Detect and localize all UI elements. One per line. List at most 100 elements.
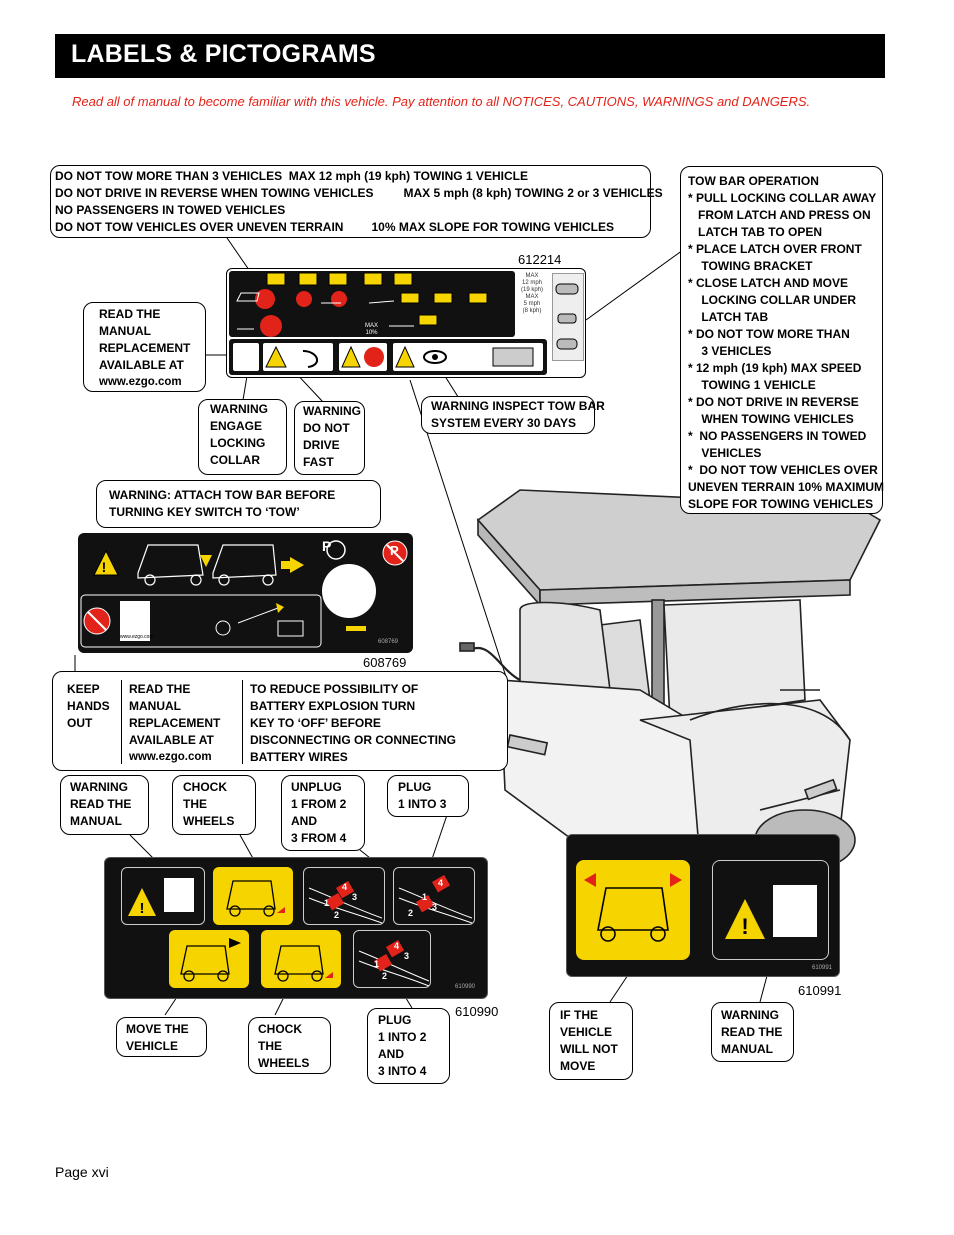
plug-num: 3 bbox=[432, 902, 438, 912]
callout-line: BATTERY EXPLOSION TURN bbox=[250, 699, 416, 713]
battery-explosion-text: TO REDUCE POSSIBILITY OF BATTERY EXPLOSI… bbox=[243, 672, 456, 766]
callout-line: SYSTEM EVERY 30 DAYS bbox=[431, 416, 576, 430]
callout-line: READ THE bbox=[721, 1025, 783, 1039]
plug-num: 3 bbox=[352, 892, 358, 902]
callout-line: 1 FROM 2 bbox=[291, 797, 347, 811]
decal-slope-text: MAX 10% bbox=[365, 323, 378, 337]
inspect-icon bbox=[393, 343, 543, 371]
callout-line: AND bbox=[378, 1047, 404, 1061]
decal-max-label: MAX bbox=[365, 323, 379, 329]
read-manual-callout: READ THE MANUAL REPLACEMENT AVAILABLE AT… bbox=[83, 302, 206, 392]
callout-line: THE bbox=[258, 1039, 282, 1053]
tow-op-line: VEHICLES bbox=[688, 446, 762, 460]
tow-op-line: TOW BAR OPERATION bbox=[688, 174, 819, 188]
page-number: Page xvi bbox=[55, 1164, 109, 1180]
plug-num: 1 bbox=[324, 898, 330, 908]
tow-rule-speed-1: MAX 12 mph (19 kph) TOWING 1 VEHICLE bbox=[288, 169, 528, 183]
warning-locking-collar-callout: WARNING ENGAGE LOCKING COLLAR bbox=[198, 399, 287, 475]
keep-hands-out-text: KEEP HANDS OUT bbox=[53, 672, 121, 770]
svg-text:!: ! bbox=[741, 914, 748, 939]
tow-pictogram-panel bbox=[229, 271, 515, 337]
decal-max-kph: (8 kph) bbox=[522, 308, 542, 314]
tow-bar-latch-panel bbox=[552, 273, 584, 361]
callout-line: IF THE bbox=[560, 1008, 598, 1022]
decal-610990: ! 4 3 1 2 4 1 3 2 4 3 1 2 610990 bbox=[104, 857, 488, 999]
tow-rule-3: NO PASSENGERS IN TOWED VEHICLES bbox=[55, 203, 286, 217]
divider bbox=[242, 680, 243, 764]
intro-note: Read all of manual to become familiar wi… bbox=[72, 94, 811, 109]
move-vehicle-callout: MOVE THE VEHICLE bbox=[116, 1017, 207, 1057]
read-manual-text: READ THE MANUAL REPLACEMENT AVAILABLE AT… bbox=[123, 672, 220, 766]
tow-op-line: 3 VEHICLES bbox=[688, 344, 772, 358]
callout-line: OUT bbox=[67, 716, 93, 730]
callout-line: READ THE bbox=[70, 797, 132, 811]
tow-rule-2: DO NOT DRIVE IN REVERSE WHEN TOWING VEHI… bbox=[55, 186, 374, 200]
part-number-612214: 612214 bbox=[518, 252, 562, 267]
eye-icon bbox=[395, 345, 534, 368]
tow-op-line: SLOPE FOR TOWING VEHICLES bbox=[688, 497, 874, 511]
callout-line: WHEELS bbox=[183, 814, 235, 828]
read-manual-tile: ! bbox=[121, 867, 205, 925]
decal-max-kph: (19 kph) bbox=[520, 287, 543, 293]
cart-chock-icon bbox=[226, 880, 285, 917]
tow-bar-operation-callout: TOW BAR OPERATION * PULL LOCKING COLLAR … bbox=[680, 166, 884, 514]
plug-num: 2 bbox=[334, 910, 340, 920]
decal-website: www.ezgo.com bbox=[120, 634, 154, 640]
tow-op-line: LATCH TAB bbox=[688, 310, 769, 324]
no-fast-icon bbox=[341, 345, 384, 368]
decal-612214: MAX 12 mph (19 kph) MAX 5 mph (8 kph) MA… bbox=[226, 268, 586, 378]
callout-line: HANDS bbox=[67, 699, 110, 713]
tow-op-line: LOCKING COLLAR UNDER bbox=[688, 293, 856, 307]
callout-line: DRIVE bbox=[303, 438, 340, 452]
tow-op-line: TOWING 1 VEHICLE bbox=[688, 378, 816, 392]
vehicle-will-not-move-tile bbox=[576, 860, 690, 960]
tow-op-line: * PLACE LATCH OVER FRONT bbox=[688, 242, 862, 256]
callout-line: MANUAL bbox=[129, 699, 181, 713]
svg-text:!: ! bbox=[102, 559, 107, 575]
decal-max-speed: 5 mph bbox=[523, 301, 541, 307]
callout-line: VEHICLE bbox=[126, 1039, 179, 1053]
tow-op-line: * DO NOT DRIVE IN REVERSE bbox=[688, 395, 859, 409]
connector-icon bbox=[358, 940, 430, 987]
plug-num: 3 bbox=[404, 951, 410, 961]
decal-max-label: MAX bbox=[525, 294, 539, 300]
plug-num: 1 bbox=[374, 959, 380, 969]
tow-op-line: TOWING BRACKET bbox=[688, 259, 813, 273]
tow-op-line: * CLOSE LATCH AND MOVE bbox=[688, 276, 849, 290]
tow-op-line: * PULL LOCKING COLLAR AWAY bbox=[688, 191, 877, 205]
callout-line: REPLACEMENT bbox=[129, 716, 221, 730]
callout-line: 1 INTO 2 bbox=[378, 1030, 427, 1044]
callout-line: WHEELS bbox=[258, 1056, 310, 1070]
tow-op-line: * 12 mph (19 kph) MAX SPEED bbox=[688, 361, 862, 375]
plug-callout: PLUG 1 INTO 2 AND 3 INTO 4 bbox=[367, 1008, 450, 1084]
part-number-610991: 610991 bbox=[798, 983, 842, 998]
plug-1-into-3-tile: 4 1 3 2 bbox=[393, 867, 475, 925]
speed-warning-icon bbox=[339, 343, 387, 371]
decal-part-label: 608769 bbox=[378, 639, 399, 645]
plug-num: 1 bbox=[422, 892, 428, 902]
plug-2-tile: 4 3 1 2 bbox=[353, 930, 431, 988]
decal-part-label: 610990 bbox=[455, 984, 476, 990]
tow-op-line: * DO NOT TOW MORE THAN bbox=[688, 327, 850, 341]
connector-icon bbox=[308, 881, 383, 924]
callout-line: 1 INTO 3 bbox=[398, 797, 447, 811]
tow-vehicles-icon bbox=[236, 272, 488, 337]
callout-line: www.ezgo.com bbox=[129, 751, 212, 763]
callout-line: KEY TO ‘OFF’ BEFORE bbox=[250, 716, 381, 730]
callout-line: COLLAR bbox=[210, 453, 260, 467]
page-title: LABELS & PICTOGRAMS bbox=[71, 40, 376, 68]
plug-num: 4 bbox=[394, 941, 400, 951]
chock-wheels-callout: CHOCK THE WHEELS bbox=[172, 775, 256, 835]
plug-1-into-3-callout: PLUG 1 INTO 3 bbox=[387, 775, 469, 817]
warning-inspect-tow-bar-callout: WARNING INSPECT TOW BAR SYSTEM EVERY 30 … bbox=[421, 396, 605, 434]
svg-text:!: ! bbox=[140, 900, 145, 917]
callout-line: WILL NOT bbox=[560, 1042, 618, 1056]
tow-op-line: WHEN TOWING VEHICLES bbox=[688, 412, 854, 426]
callout-line: READ THE bbox=[129, 682, 191, 696]
callout-line: LOCKING bbox=[210, 436, 266, 450]
callout-line: DISCONNECTING OR CONNECTING bbox=[250, 733, 457, 747]
cart-move-icon bbox=[180, 938, 241, 982]
callout-line: 3 INTO 4 bbox=[378, 1064, 427, 1078]
callout-line: MANUAL bbox=[721, 1042, 773, 1056]
read-manual-tile-2: ! bbox=[712, 860, 829, 960]
